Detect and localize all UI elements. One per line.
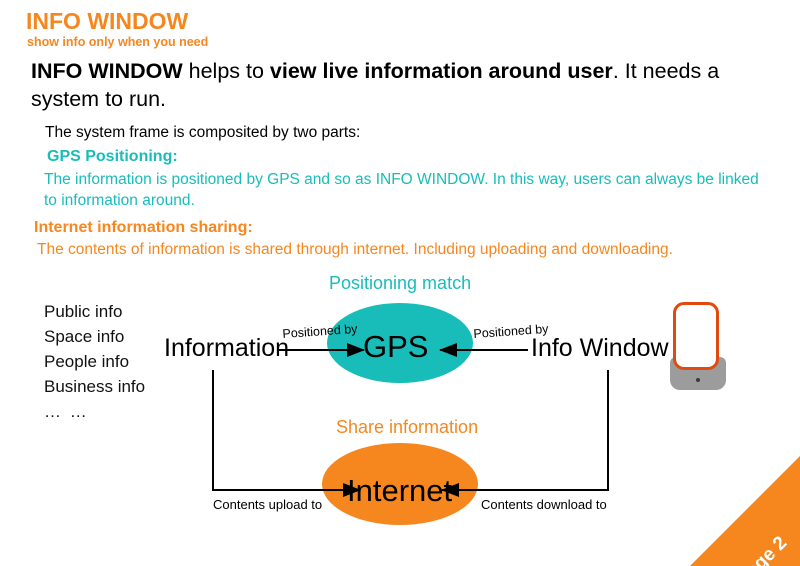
- list-item: Public info: [44, 302, 123, 321]
- node-information-label: Information: [164, 334, 290, 362]
- intro-connector-text: helps to: [182, 59, 270, 83]
- info-source-list: Public info Space info People info Busin…: [44, 300, 145, 425]
- node-gps-label: GPS: [363, 329, 429, 364]
- page-subtitle: show info only when you need: [27, 35, 209, 49]
- list-item: People info: [44, 351, 130, 371]
- system-frame-line: The system frame is composited by two pa…: [45, 124, 361, 141]
- intro-paragraph: INFO WINDOW helps to view live informati…: [31, 58, 771, 113]
- edge-label-positioned-by-left: Positioned by: [282, 321, 358, 341]
- list-item: Business info: [44, 376, 146, 396]
- internet-sharing-text: The contents of information is shared th…: [37, 241, 673, 258]
- gps-positioning-heading: GPS Positioning:: [47, 148, 178, 165]
- phone-screen: [673, 302, 719, 370]
- caption-share-information: Share information: [336, 417, 479, 437]
- intro-tail-text: . It needs a system to run.: [31, 59, 720, 111]
- corner-triangle: [690, 456, 800, 566]
- edge-label-contents-download-to: Contents download to: [481, 497, 607, 512]
- caption-positioning-match: Positioning match: [329, 273, 472, 293]
- node-internet-label: Internet: [347, 473, 453, 508]
- list-item: Space info: [44, 326, 125, 346]
- phone-home-button-icon: [696, 378, 700, 382]
- internet-sharing-heading: Internet information sharing:: [34, 219, 253, 236]
- list-item-ellipsis: … …: [44, 401, 89, 421]
- edge-label-contents-upload-to: Contents upload to: [213, 497, 323, 512]
- page-title: INFO WINDOW: [26, 8, 189, 34]
- node-info-window-label: Info Window: [531, 334, 669, 362]
- gps-positioning-text: The information is positioned by GPS and…: [44, 171, 759, 209]
- page-corner-ribbon: page 2: [690, 456, 800, 566]
- intro-product-name: INFO WINDOW: [31, 59, 183, 83]
- intro-emphasis: view live information around user: [269, 59, 613, 83]
